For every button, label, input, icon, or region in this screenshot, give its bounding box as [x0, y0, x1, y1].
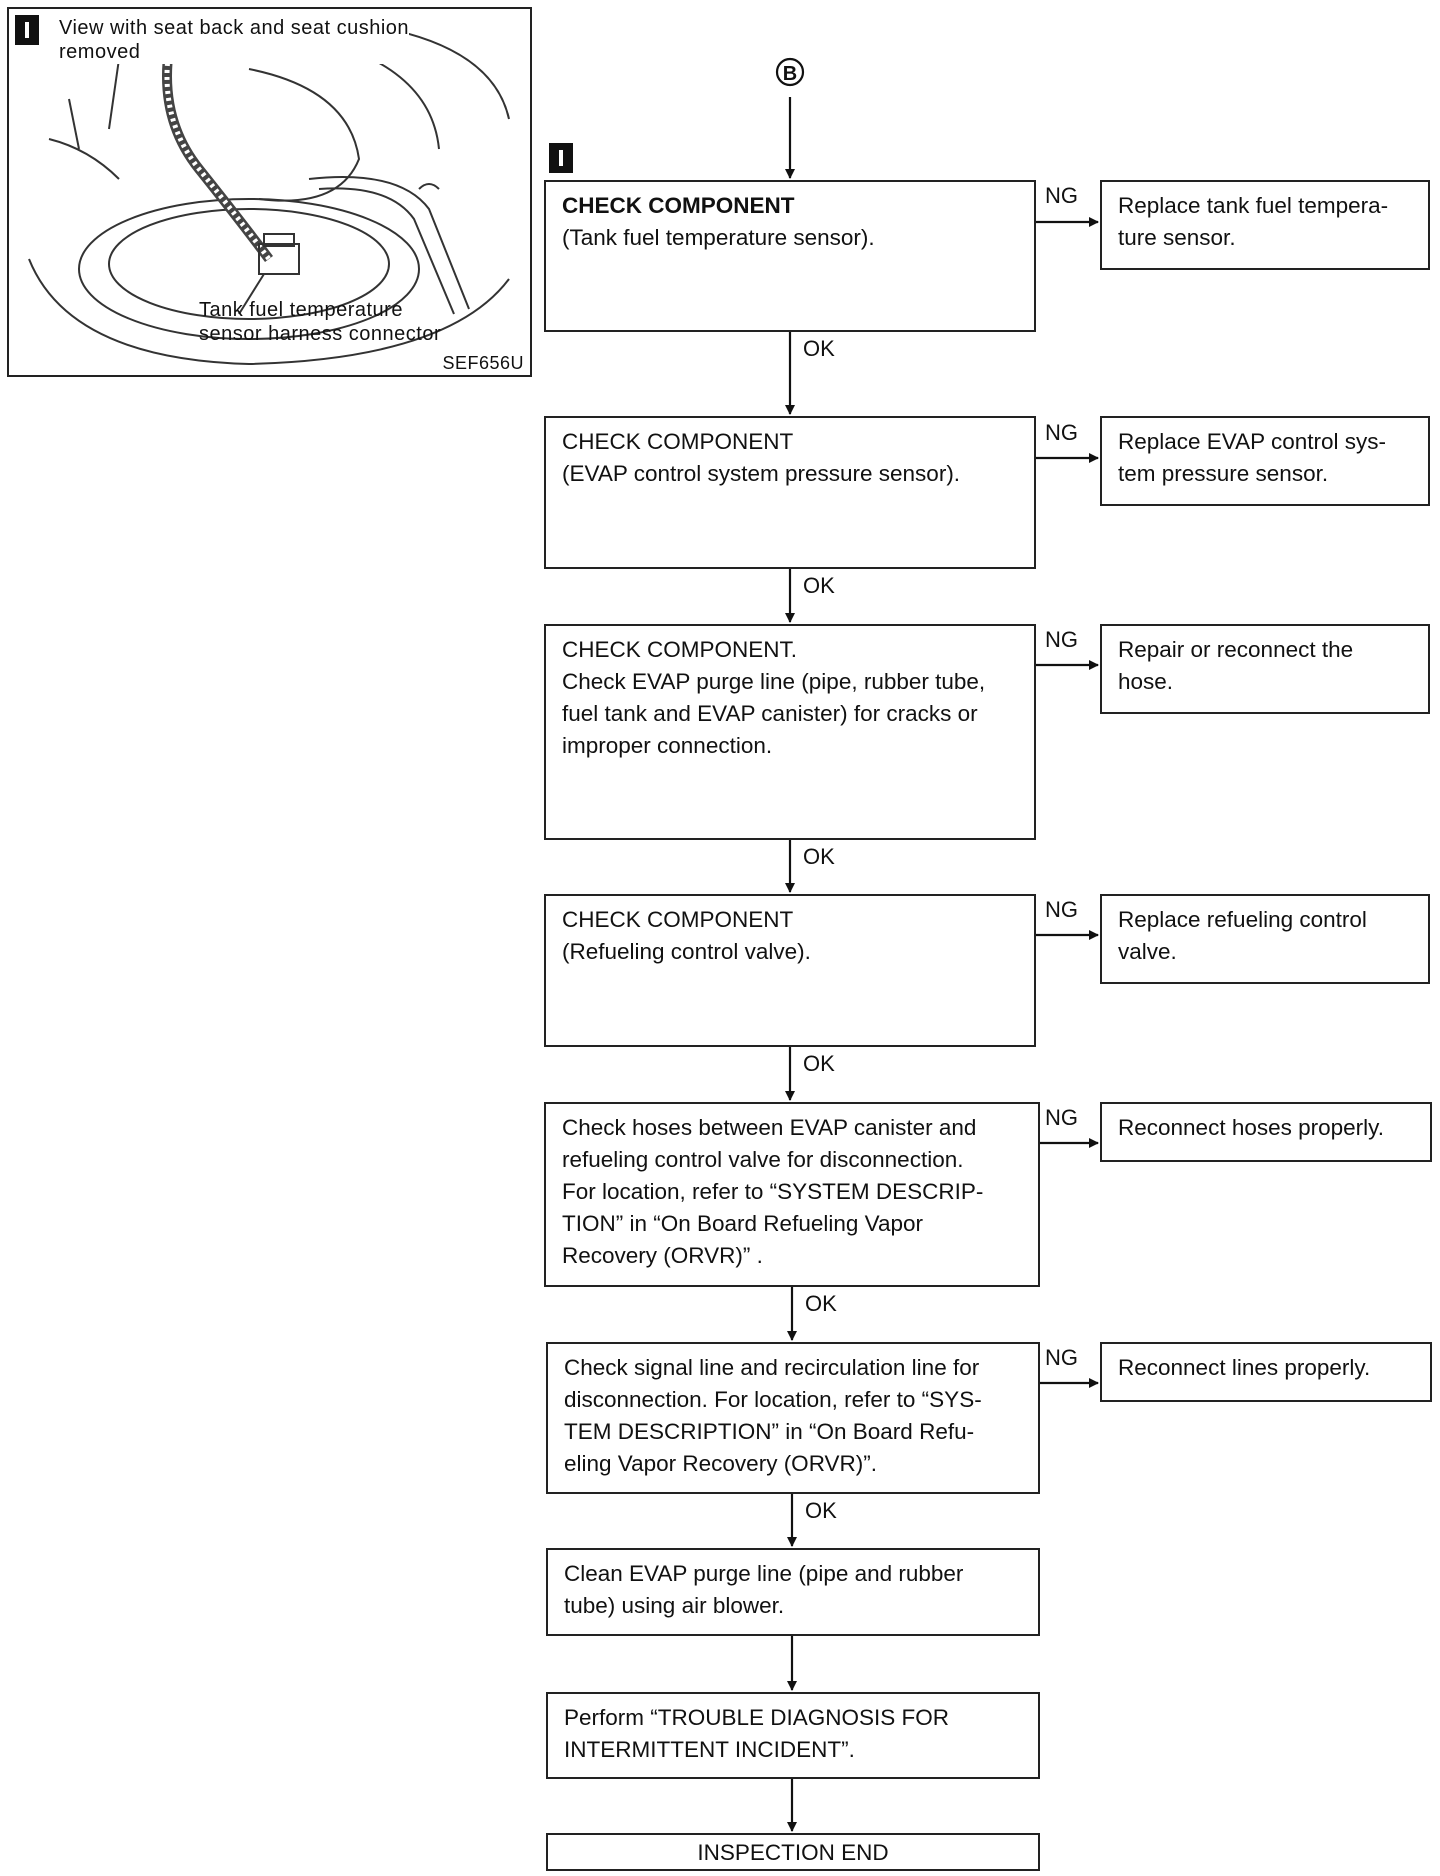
step-3-title: CHECK COMPONENT.	[562, 637, 798, 662]
step-1-title: CHECK COMPONENT	[562, 193, 795, 218]
step-7-box: Clean EVAP purge line (pipe and rubber t…	[546, 1548, 1040, 1636]
step-1-ng-label: NG	[1045, 183, 1078, 208]
step-7-text: Clean EVAP purge line (pipe and rubber t…	[564, 1561, 964, 1618]
step-8-text: Perform “TROUBLE DIAGNOSIS FOR INTERMITT…	[564, 1705, 950, 1762]
step-2-text: (EVAP control system pressure sensor).	[562, 461, 961, 486]
illustration-panel: View with seat back and seat cushion rem…	[7, 7, 532, 377]
step-3-ok-label: OK	[803, 844, 835, 869]
connector-circle-b	[775, 57, 805, 87]
step-5-box: Check hoses between EVAP canister and re…	[544, 1102, 1040, 1287]
step-6-ng-label: NG	[1045, 1345, 1078, 1370]
figure-code: SEF656U	[442, 351, 524, 375]
step-5-text: Check hoses between EVAP canister and re…	[562, 1115, 984, 1268]
step-2-ok-label: OK	[803, 573, 835, 598]
step-2-title: CHECK COMPONENT	[562, 429, 794, 454]
connector-symbol: B	[783, 63, 797, 85]
step-8-box: Perform “TROUBLE DIAGNOSIS FOR INTERMITT…	[546, 1692, 1040, 1779]
step-6-ng-action: Reconnect lines properly.	[1100, 1342, 1432, 1402]
step-4-text: (Refueling control valve).	[562, 939, 811, 964]
step-4-ng-label: NG	[1045, 897, 1078, 922]
illustration-caption: View with seat back and seat cushion rem…	[59, 16, 410, 64]
step-4-ok-label: OK	[803, 1051, 835, 1076]
step-1-box: CHECK COMPONENT (Tank fuel temperature s…	[544, 180, 1036, 332]
step-1-ng-action: Replace tank fuel tempera- ture sensor.	[1100, 180, 1430, 270]
step-4-box: CHECK COMPONENT (Refueling control valve…	[544, 894, 1036, 1047]
illustration-marker	[15, 15, 39, 45]
step-2-ng-label: NG	[1045, 420, 1078, 445]
step-3-box: CHECK COMPONENT. Check EVAP purge line (…	[544, 624, 1036, 840]
step-5-ng-label: NG	[1045, 1105, 1078, 1130]
step-2-ng-action: Replace EVAP control sys- tem pressure s…	[1100, 416, 1430, 506]
step-6-ok-label: OK	[805, 1498, 837, 1523]
step-6-box: Check signal line and recirculation line…	[546, 1342, 1040, 1494]
connector-label: Tank fuel temperature sensor harness con…	[199, 299, 442, 345]
step-3-ng-label: NG	[1045, 627, 1078, 652]
section-marker	[549, 143, 573, 173]
fuel-tank-drawing	[28, 18, 510, 366]
step-6-text: Check signal line and recirculation line…	[564, 1355, 982, 1476]
step-1-ok-label: OK	[803, 336, 835, 361]
step-4-title: CHECK COMPONENT	[562, 907, 794, 932]
step-1-text: (Tank fuel temperature sensor).	[562, 225, 875, 250]
step-3-ng-action: Repair or reconnect the hose.	[1100, 624, 1430, 714]
step-5-ng-action: Reconnect hoses properly.	[1100, 1102, 1432, 1162]
inspection-end-text: INSPECTION END	[697, 1840, 889, 1865]
step-4-ng-action: Replace refueling control valve.	[1100, 894, 1430, 984]
step-3-text: Check EVAP purge line (pipe, rubber tube…	[562, 669, 986, 758]
inspection-end-box: INSPECTION END	[546, 1833, 1040, 1871]
step-5-ok-label: OK	[805, 1291, 837, 1316]
step-2-box: CHECK COMPONENT (EVAP control system pre…	[544, 416, 1036, 569]
